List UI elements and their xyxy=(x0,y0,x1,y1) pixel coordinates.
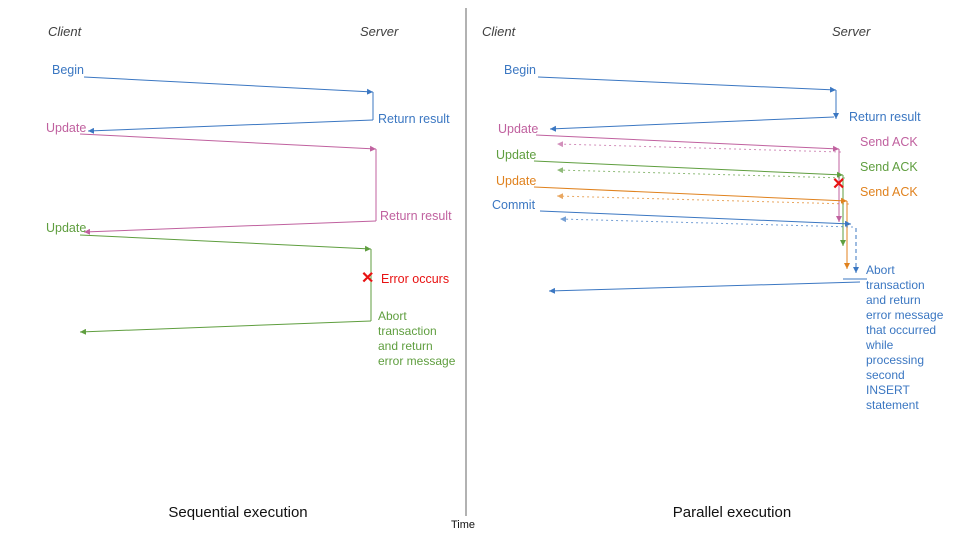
parallel-execution-caption: Parallel execution xyxy=(672,504,792,521)
par-abort-message: Abort transaction and return error messa… xyxy=(866,263,944,412)
par-return-result-line xyxy=(549,116,835,132)
seq-client-header: Client xyxy=(48,24,82,39)
seq-error-label: Error occurs xyxy=(381,272,450,286)
par-update-1-request-line xyxy=(535,134,840,152)
par-update-1-label: Update xyxy=(498,122,539,136)
par-error-x-icon: ✕ xyxy=(832,176,846,193)
seq-abort-message: Abort transaction and return error messa… xyxy=(378,309,456,368)
par-ack-2-line xyxy=(556,167,846,179)
par-begin-request-line xyxy=(537,76,837,93)
seq-begin-request-line xyxy=(83,76,374,95)
seq-return-result-1-label: Return result xyxy=(378,112,450,126)
par-update-3-label: Update xyxy=(496,174,537,188)
par-return-result-label: Return result xyxy=(849,110,921,124)
par-abort-return-line xyxy=(548,281,861,294)
seq-error-x-icon: ✕ xyxy=(361,270,375,287)
par-update-2-label: Update xyxy=(496,148,537,162)
par-send-ack-2-label: Send ACK xyxy=(860,160,918,174)
par-ack-3-line xyxy=(556,193,850,205)
seq-return-result-2-label: Return result xyxy=(380,209,452,223)
seq-server-header: Server xyxy=(360,24,399,39)
seq-update-2-request-line xyxy=(79,234,372,252)
sequential-execution-caption: Sequential execution xyxy=(168,504,308,521)
seq-return-result-1-line xyxy=(87,119,374,134)
par-begin-label: Begin xyxy=(504,63,536,77)
par-commit-request-line xyxy=(539,210,852,227)
par-commit-ack-line xyxy=(559,216,854,228)
seq-update-1-request-line xyxy=(79,133,377,152)
seq-update-2-label: Update xyxy=(46,221,87,235)
seq-begin-label: Begin xyxy=(52,63,84,77)
seq-return-result-2-line xyxy=(83,220,377,235)
par-send-ack-3-label: Send ACK xyxy=(860,185,918,199)
par-update-3-request-line xyxy=(533,186,848,204)
time-axis-label: Time xyxy=(451,519,476,531)
par-client-header: Client xyxy=(482,24,516,39)
seq-update-1-label: Update xyxy=(46,121,87,135)
par-ack-1-line xyxy=(556,141,842,153)
par-commit-label: Commit xyxy=(492,198,536,212)
par-send-ack-1-label: Send ACK xyxy=(860,135,918,149)
par-update-2-request-line xyxy=(533,160,844,178)
par-server-header: Server xyxy=(832,24,871,39)
seq-abort-return-line xyxy=(79,320,372,335)
